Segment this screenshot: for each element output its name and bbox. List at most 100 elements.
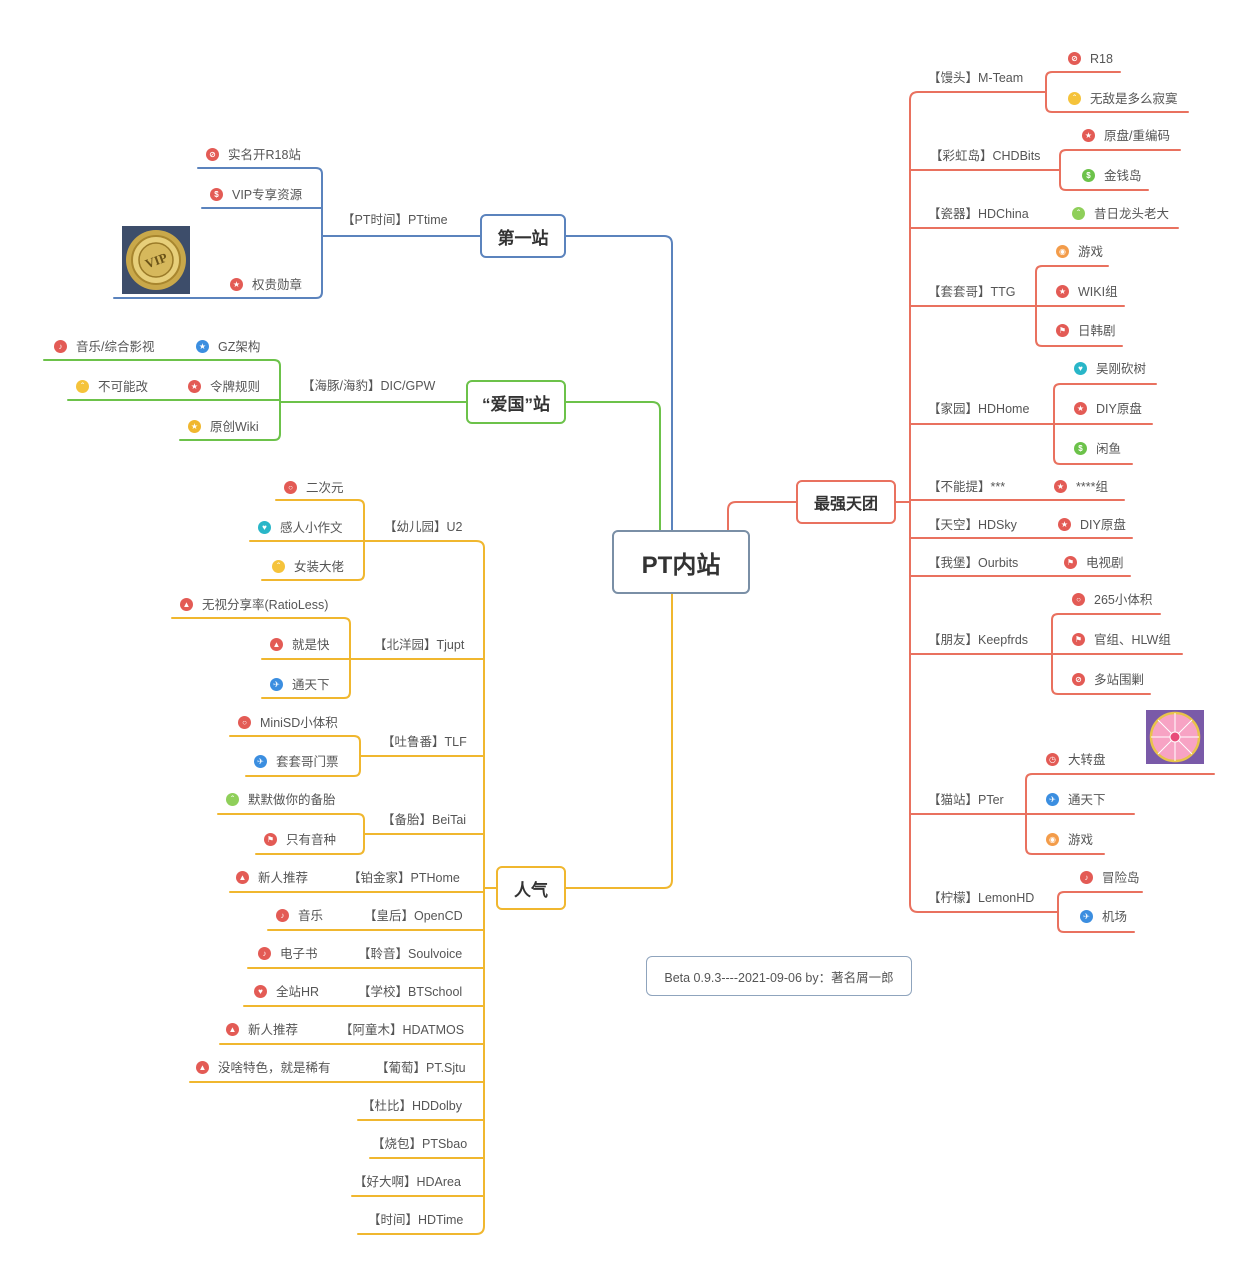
game-icon: ◉ bbox=[1046, 833, 1059, 846]
site-label[interactable]: 【彩虹岛】CHDBits bbox=[930, 149, 1041, 163]
branch-node-strongest[interactable]: 最强天团 bbox=[796, 480, 896, 524]
feature-label: 游戏 bbox=[1078, 245, 1104, 259]
star-icon: ★ bbox=[188, 420, 201, 433]
ban-icon: ⊘ bbox=[1072, 673, 1085, 686]
feature-label: 原创Wiki bbox=[210, 420, 259, 434]
star-icon: ★ bbox=[1054, 480, 1067, 493]
star-icon: ★ bbox=[188, 380, 201, 393]
face-icon: ˆ bbox=[272, 560, 285, 573]
star-icon: ★ bbox=[196, 340, 209, 353]
site-label[interactable]: 【阿童木】HDATMOS bbox=[340, 1023, 465, 1037]
site-label[interactable]: 【时间】HDTime bbox=[368, 1213, 464, 1227]
plane-icon: ✈ bbox=[1046, 793, 1059, 806]
site-label[interactable]: 【杜比】HDDolby bbox=[362, 1099, 463, 1113]
star-icon: ★ bbox=[1058, 518, 1071, 531]
site-label[interactable]: 【我堡】Ourbits bbox=[928, 556, 1019, 570]
feature-label: 电视剧 bbox=[1086, 556, 1124, 570]
feature-label: MiniSD小体积 bbox=[260, 716, 338, 730]
site-label[interactable]: 【PT时间】PTtime bbox=[342, 213, 448, 227]
site-label[interactable]: 【天空】HDSky bbox=[928, 518, 1017, 532]
site-label[interactable]: 【好大啊】HDArea bbox=[354, 1175, 461, 1189]
prize-wheel-image bbox=[1146, 710, 1204, 764]
feature-label: 日韩剧 bbox=[1078, 324, 1116, 338]
site-label[interactable]: 【皇后】OpenCD bbox=[364, 909, 463, 923]
vip-medal-image: VIP bbox=[122, 226, 190, 294]
feature-label: 只有音种 bbox=[286, 833, 337, 847]
plane-icon: ✈ bbox=[270, 678, 283, 691]
feature-label: 新人推荐 bbox=[248, 1023, 299, 1037]
star-icon: ★ bbox=[230, 278, 243, 291]
feature-label: 新人推荐 bbox=[258, 871, 309, 885]
coin-icon: $ bbox=[210, 188, 223, 201]
feature-label: 265小体积 bbox=[1094, 593, 1153, 607]
branch-node-patriotic[interactable]: “爱国”站 bbox=[466, 380, 566, 424]
feature-label: GZ架构 bbox=[218, 340, 261, 354]
feature-label: 原盘/重编码 bbox=[1104, 129, 1170, 143]
feature-label: 通天下 bbox=[292, 678, 330, 692]
site-label[interactable]: 【葡萄】PT.Sjtu bbox=[376, 1061, 466, 1075]
flag-icon: ⚑ bbox=[1072, 633, 1085, 646]
feature-label: 权贵勋章 bbox=[252, 278, 303, 292]
site-label[interactable]: 【铂金家】PTHome bbox=[348, 871, 460, 885]
feature-label: 女装大佬 bbox=[294, 560, 345, 574]
site-label[interactable]: 【北洋园】Tjupt bbox=[374, 638, 465, 652]
plane-icon: ✈ bbox=[254, 755, 267, 768]
heart-icon: ♥ bbox=[258, 521, 271, 534]
feature-label: 无敌是多么寂寞 bbox=[1090, 92, 1178, 106]
site-label[interactable]: 【猫站】PTer bbox=[928, 793, 1004, 807]
music-icon: ♪ bbox=[276, 909, 289, 922]
heart-icon: ♥ bbox=[254, 985, 267, 998]
feature-label: 套套哥门票 bbox=[276, 755, 339, 769]
feature-label: WIKI组 bbox=[1078, 285, 1118, 299]
site-label[interactable]: 【柠檬】LemonHD bbox=[928, 891, 1035, 905]
site-label[interactable]: 【聆音】Soulvoice bbox=[358, 947, 463, 961]
feature-label: DIY原盘 bbox=[1080, 518, 1126, 532]
ring-icon: ○ bbox=[238, 716, 251, 729]
branch-node-popular[interactable]: 人气 bbox=[496, 866, 566, 910]
coin-icon: $ bbox=[1074, 442, 1087, 455]
site-label[interactable]: 【不能提】*** bbox=[928, 480, 1006, 494]
site-label[interactable]: 【瓷器】HDChina bbox=[928, 207, 1029, 221]
plane-icon: ✈ bbox=[1080, 910, 1093, 923]
feature-label: 感人小作文 bbox=[280, 521, 343, 535]
feature-label: 无视分享率(RatioLess) bbox=[202, 598, 329, 612]
feature-label: 游戏 bbox=[1068, 833, 1094, 847]
feature-label: 大转盘 bbox=[1068, 753, 1106, 767]
feature-label: 默默做你的备胎 bbox=[248, 793, 336, 807]
star-icon: ★ bbox=[1074, 402, 1087, 415]
flag-icon: ⚑ bbox=[1064, 556, 1077, 569]
feature-label: ****组 bbox=[1076, 480, 1108, 494]
heart-icon: ♥ bbox=[1074, 362, 1087, 375]
site-label[interactable]: 【家园】HDHome bbox=[928, 402, 1030, 416]
site-label[interactable]: 【备胎】BeiTai bbox=[382, 813, 467, 827]
site-label[interactable]: 【吐鲁番】TLF bbox=[382, 735, 467, 749]
feature-label: 不可能改 bbox=[98, 380, 149, 394]
svg-text:VIP: VIP bbox=[143, 250, 169, 272]
site-label[interactable]: 【学校】BTSchool bbox=[358, 985, 463, 999]
feature-label: 音乐 bbox=[298, 909, 324, 923]
site-label[interactable]: 【幼儿园】U2 bbox=[384, 520, 463, 534]
feature-label: R18 bbox=[1090, 52, 1113, 66]
feature-label: 机场 bbox=[1102, 910, 1128, 924]
coin-icon: $ bbox=[1082, 169, 1095, 182]
thumb-icon: ▲ bbox=[226, 1023, 239, 1036]
feature-label: 全站HR bbox=[276, 985, 320, 999]
feature-label: 多站围剿 bbox=[1094, 673, 1145, 687]
ban-icon: ⊘ bbox=[206, 148, 219, 161]
thumb-icon: ▲ bbox=[196, 1061, 209, 1074]
site-label[interactable]: 【朋友】Keepfrds bbox=[928, 633, 1029, 647]
star-icon: ★ bbox=[1056, 285, 1069, 298]
site-label[interactable]: 【馒头】M-Team bbox=[928, 71, 1024, 85]
site-label[interactable]: 【海豚/海豹】DIC/GPW bbox=[302, 379, 436, 393]
feature-label: 电子书 bbox=[280, 947, 318, 961]
face-icon: ˆ bbox=[1072, 207, 1085, 220]
center-node[interactable]: PT内站 bbox=[612, 530, 750, 594]
version-note: Beta 0.9.3----2021-09-06 by：著名屑一郎 bbox=[646, 956, 912, 996]
feature-label: 实名开R18站 bbox=[228, 148, 301, 162]
feature-label: DIY原盘 bbox=[1096, 402, 1142, 416]
site-label[interactable]: 【烧包】PTSbao bbox=[372, 1137, 468, 1151]
face-icon: ˆ bbox=[1068, 92, 1081, 105]
branch-node-first-station[interactable]: 第一站 bbox=[480, 214, 566, 258]
site-label[interactable]: 【套套哥】TTG bbox=[928, 285, 1016, 299]
